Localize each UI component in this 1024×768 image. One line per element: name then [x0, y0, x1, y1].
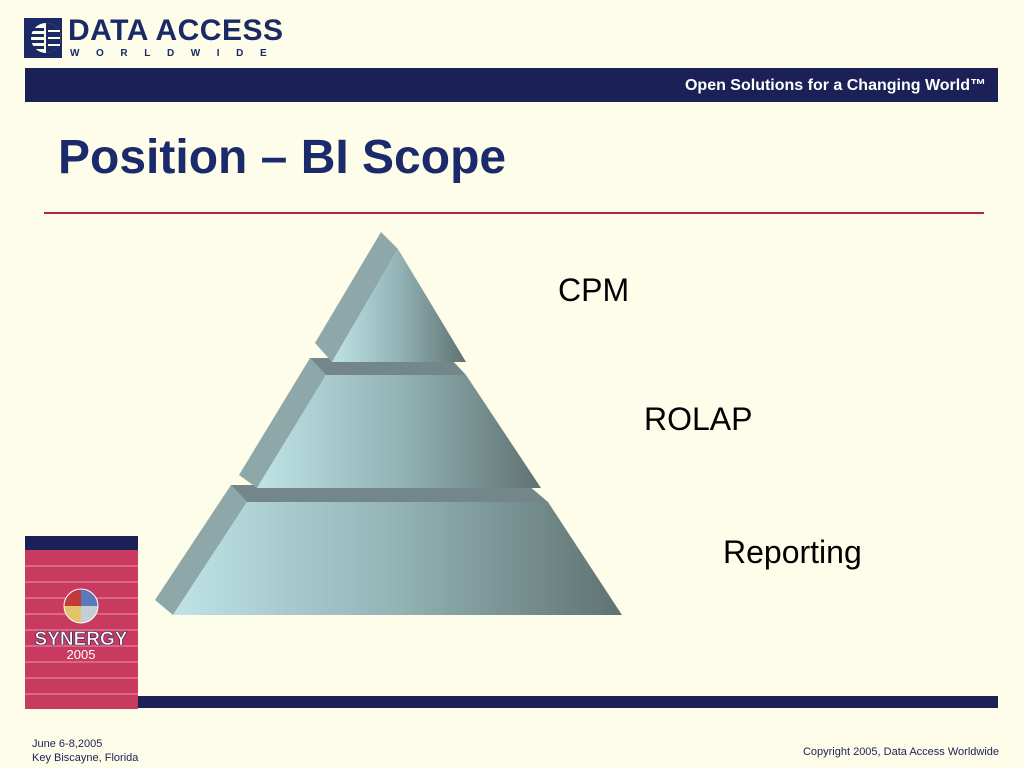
logo-subtitle: WORLDWIDE	[70, 48, 284, 59]
tier-label-cpm: CPM	[558, 272, 630, 308]
puzzle-globe-icon	[63, 588, 99, 624]
logo-name: DATA ACCESS	[68, 14, 284, 47]
tagline: Open Solutions for a Changing World™	[684, 77, 986, 94]
slide-title: Position – BI Scope	[58, 131, 507, 184]
pyramid-tier-rolap	[239, 358, 541, 488]
tier-label-reporting: Reporting	[723, 534, 862, 570]
header-bar: Open Solutions for a Changing World™	[25, 68, 998, 102]
event-location: Key Biscayne, Florida	[32, 752, 139, 764]
badge-year: 2005	[67, 647, 96, 662]
event-date: June 6-8,2005	[32, 738, 103, 750]
title-rule	[44, 212, 984, 214]
bi-scope-pyramid	[155, 232, 622, 615]
copyright: Copyright 2005, Data Access Worldwide	[802, 746, 999, 758]
company-logo: DATA ACCESS WORLDWIDE	[24, 14, 304, 62]
pyramid-tier-cpm	[315, 232, 466, 362]
event-info: June 6-8,2005 Key Biscayne, Florida	[32, 737, 138, 765]
synergy-2005-badge: SYNERGY 2005	[25, 536, 138, 709]
tier-label-rolap: ROLAP	[644, 401, 753, 437]
pyramid-tier-reporting	[155, 485, 622, 615]
globe-logo-icon	[24, 18, 62, 58]
footer-bar	[138, 696, 998, 708]
badge-name: SYNERGY	[35, 629, 128, 650]
